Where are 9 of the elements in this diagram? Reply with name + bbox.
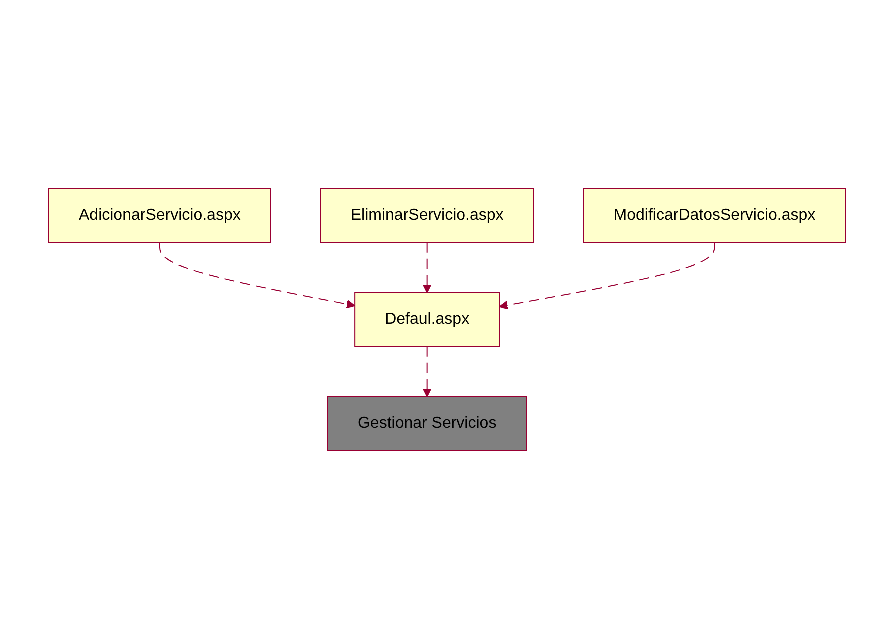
arrow <box>422 242 432 293</box>
node-box: ModificarDatosServicio.aspx <box>582 188 846 243</box>
node-box: AdicionarServicio.aspx <box>48 188 272 243</box>
arrow <box>498 242 715 310</box>
arrow <box>422 346 432 397</box>
arrow <box>159 242 356 308</box>
node-box: Defaul.aspx <box>354 292 500 347</box>
node-box: Gestionar Servicios <box>327 396 527 451</box>
node-box: EliminarServicio.aspx <box>320 188 534 243</box>
